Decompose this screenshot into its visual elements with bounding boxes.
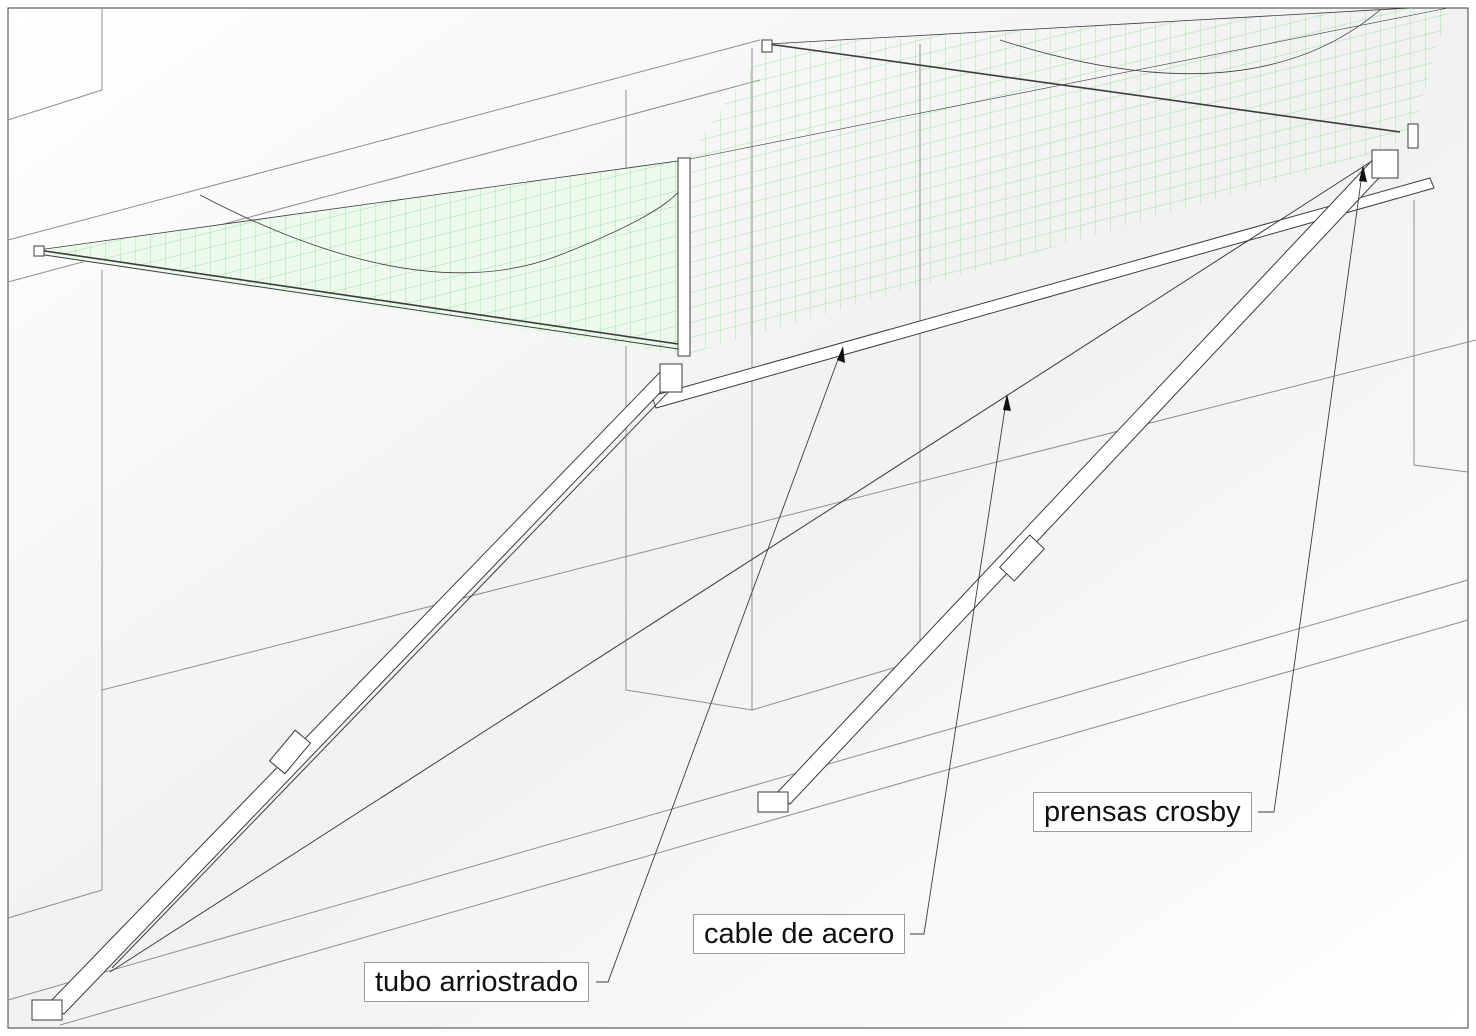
callout-tubo-arriostrado: tubo arriostrado (364, 962, 590, 1002)
clamp-top-right (1371, 149, 1399, 179)
leader-lines (596, 173, 1363, 983)
arrow-prensas-crosby (1359, 165, 1367, 182)
leader-prensas-crosby (1258, 173, 1363, 813)
cable-mid (111, 379, 681, 969)
net-posts (33, 39, 1419, 357)
post-middle (677, 157, 691, 357)
tube-sleeve-left (268, 729, 312, 775)
arrow-tubo-arriostrado (837, 346, 845, 363)
clamp-bottom-mid (757, 791, 789, 813)
leader-tubo-arriostrado (596, 353, 841, 983)
callout-prensas-crosby: prensas crosby (1033, 792, 1252, 832)
leader-arrowheads (837, 165, 1367, 411)
cable-long (109, 151, 1387, 973)
safety-net (37, 7, 1449, 355)
callout-cable-de-acero: cable de acero (693, 914, 906, 954)
tube-upper-horizontal (651, 177, 1435, 409)
arrow-cable-de-acero (1003, 394, 1011, 411)
net-main-panel (38, 8, 1448, 355)
post-left (33, 245, 45, 257)
clamp-bottom-left (31, 999, 63, 1021)
post-top (761, 39, 773, 53)
steel-cables (109, 151, 1387, 973)
tube-sleeve-right (998, 534, 1046, 582)
post-right (1407, 123, 1419, 149)
clamp-top-mid (659, 363, 683, 393)
leader-cable-de-acero (910, 401, 1007, 935)
braced-tubes (47, 151, 1435, 1015)
base-clamps (31, 149, 1399, 1021)
